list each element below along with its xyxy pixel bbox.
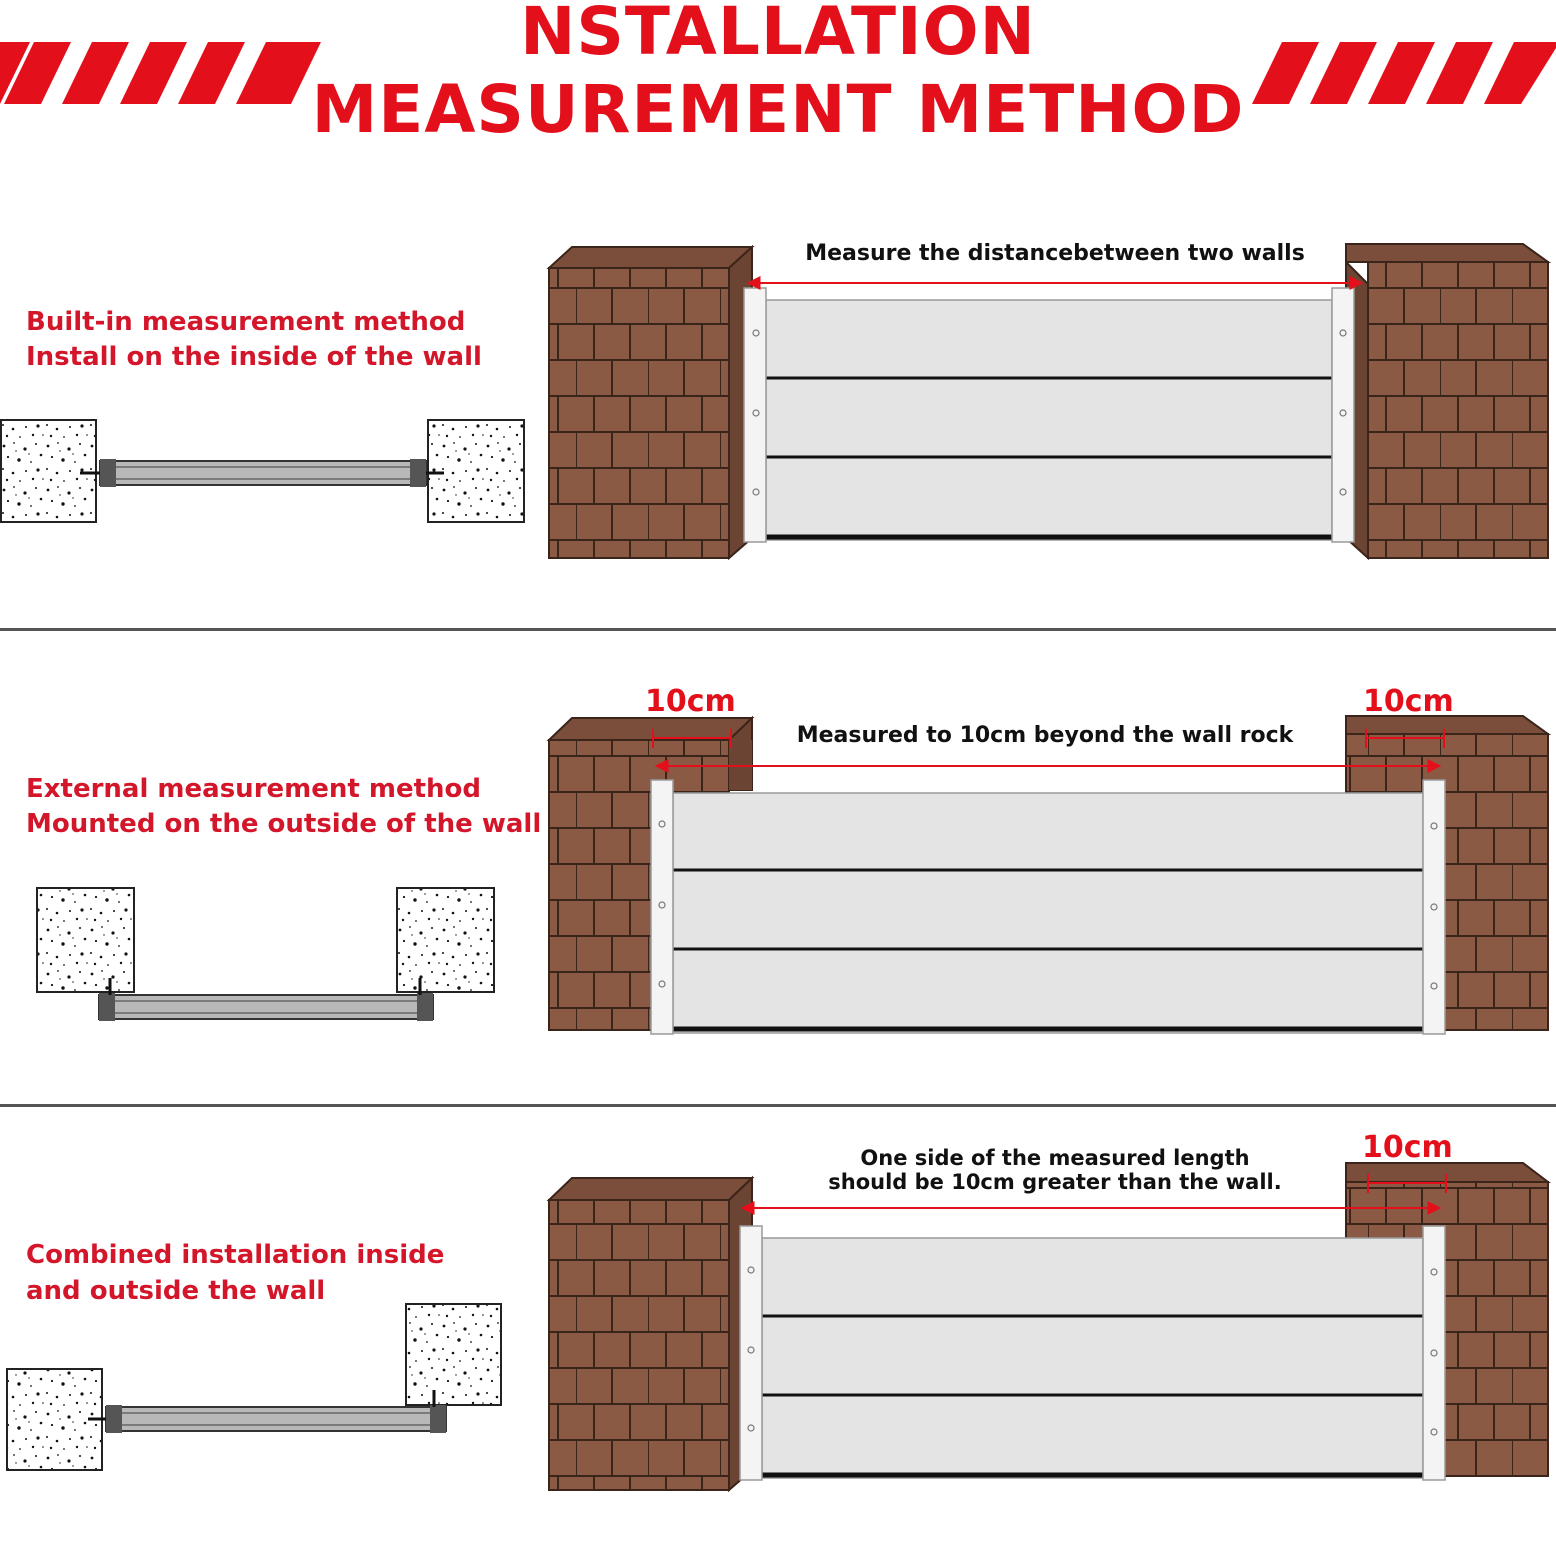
page-title-line1: NSTALLATION [520,0,1036,70]
section2-plan-view [36,887,495,1021]
stripe [1368,42,1435,104]
section2-right-dimension: 10cm [1363,684,1454,719]
barrier-post-right [1422,1225,1446,1481]
barrier-post-left [739,1225,763,1481]
stripe [62,42,129,104]
section2-wall-diagram [546,715,1552,1035]
barrier-post-left [650,779,674,1035]
section2-left-dimension: 10cm [645,684,736,719]
stripe [1484,42,1556,104]
section1-wall-diagram [546,243,1552,561]
header-stripes [0,42,1556,104]
stripe [120,42,187,104]
section-divider [0,1104,1556,1107]
section1-label-line1: Built-in measurement method [26,307,466,337]
section-divider [0,628,1556,631]
flood-barrier-panels [765,299,1333,541]
dimension-bracket-left [652,729,732,748]
section2-label-line1: External measurement method [26,774,481,804]
dimension-bracket-right [1367,1174,1447,1193]
section1-plan-view [0,419,525,523]
flood-barrier-panels [761,1237,1424,1479]
barrier-post-right [1331,287,1355,543]
stripe [236,42,321,104]
stripe [1426,42,1493,104]
stripe [1252,42,1319,104]
brick-pillar-left [546,244,755,561]
section3-caption-line1: One side of the measured length [860,1146,1250,1170]
stripe [178,42,245,104]
section3-plan-view [6,1303,502,1471]
section3-label-line1: Combined installation inside [26,1240,445,1270]
stripe [1310,42,1377,104]
section1-label-line2: Install on the inside of the wall [26,342,482,372]
brick-pillar-left [546,1175,755,1493]
stripe [0,42,30,104]
section1-caption: Measure the distancebetween two walls [805,241,1305,266]
section3-wall-diagram [546,1162,1551,1493]
brick-pillar-right [1345,243,1552,561]
barrier-post-left [743,287,767,543]
dimension-bracket-right [1365,729,1445,748]
section3-caption-line2: should be 10cm greater than the wall. [828,1170,1282,1194]
section3-label-line2: and outside the wall [26,1276,326,1306]
flood-barrier-panels [672,792,1424,1034]
section2-caption: Measured to 10cm beyond the wall rock [796,723,1294,748]
page-title-line2: MEASUREMENT METHOD [311,71,1245,148]
barrier-post-right [1422,779,1446,1035]
section2-label-line2: Mounted on the outside of the wall [26,809,542,839]
stripe [4,42,71,104]
section3-right-dimension: 10cm [1362,1130,1453,1165]
